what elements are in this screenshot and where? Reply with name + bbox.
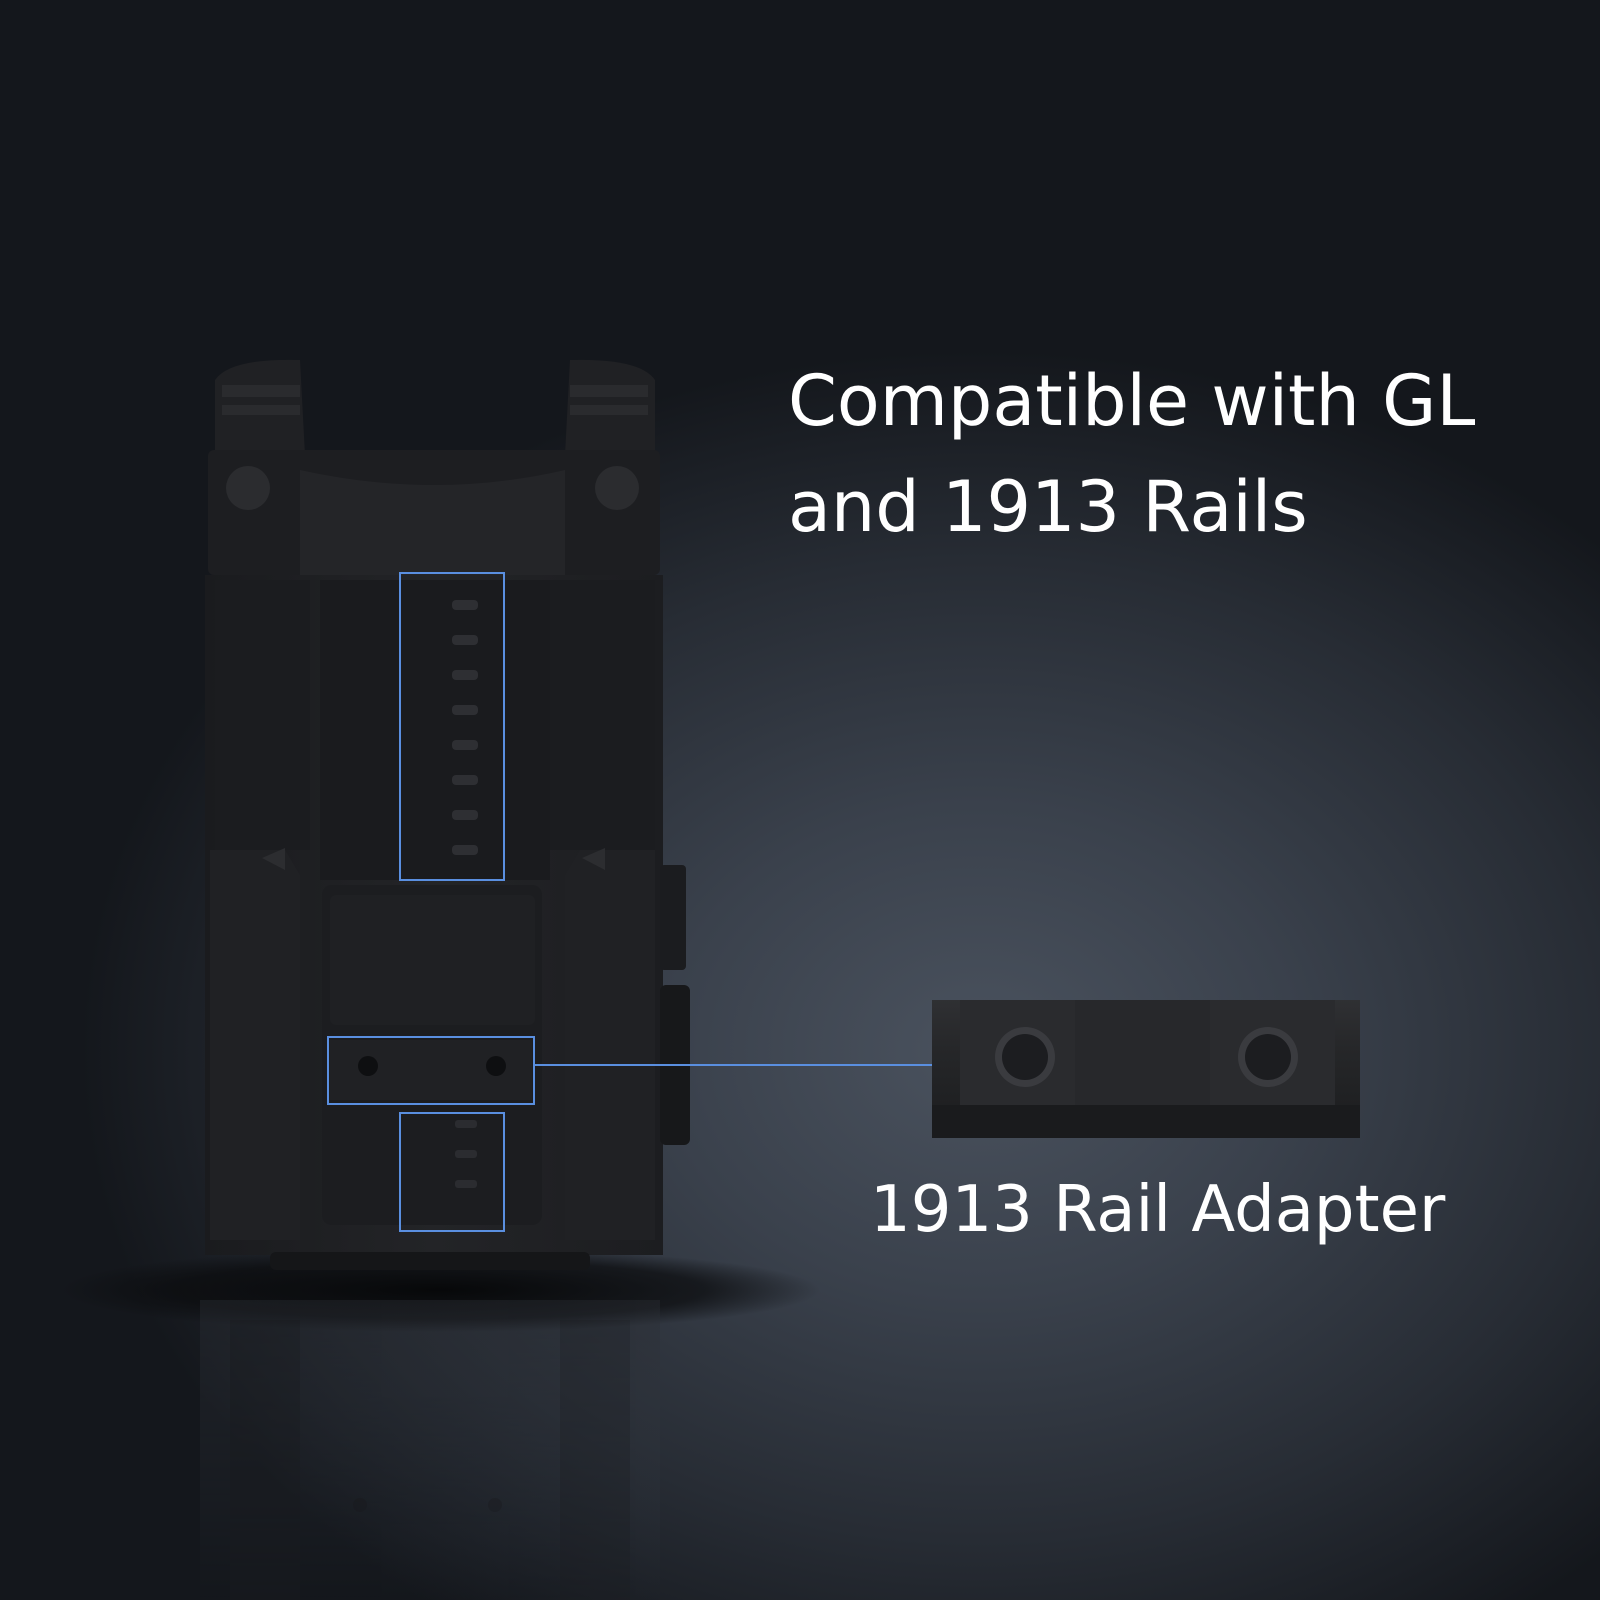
lower-slot-highlight: [399, 1112, 505, 1232]
weapon-light-device: [205, 359, 690, 1270]
rail-adapter-image: [932, 1000, 1360, 1138]
headline: Compatible with GL and 1913 Rails: [788, 348, 1568, 560]
headline-line-2: and 1913 Rails: [788, 466, 1308, 548]
device-reflection: [200, 1300, 660, 1600]
headline-line-1: Compatible with GL: [788, 360, 1476, 442]
rail-slot-highlight: [399, 572, 505, 881]
highlight-callouts: [327, 572, 932, 1232]
adapter-position-highlight: [327, 1036, 535, 1105]
rail-teeth: [452, 600, 478, 855]
adapter-caption: 1913 Rail Adapter: [870, 1173, 1446, 1247]
